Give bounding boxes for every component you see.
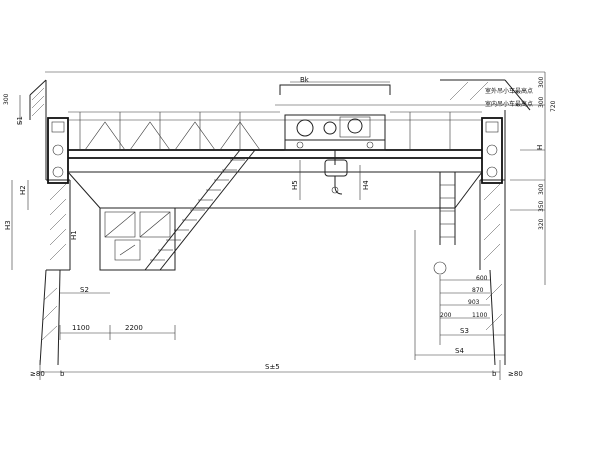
dim-720: 720 [550,100,557,112]
operator-cab [99,207,176,271]
right-wall [440,79,531,366]
dim-320: 320 [538,218,545,230]
dim-b-left: b [60,370,65,378]
dim-h4: H4 [362,180,370,190]
stairway [144,149,256,271]
dim-300-rt1: 300 [538,76,545,88]
dim-h2: H2 [19,185,27,195]
note-indoor-trolley: 室内吊小车最高点 [485,100,533,108]
dim-h5: H5 [291,180,299,190]
dim-bk: Bk [300,76,310,84]
dim-300-rt2: 300 [538,96,545,108]
dim-h1: H1 [70,230,78,240]
dim-1100-left: 1100 [72,324,90,332]
walkway-brackets [84,121,261,151]
dim-300-right: 300 [538,183,545,195]
dim-s1: S1 [16,116,24,125]
dim-s3: S3 [460,327,469,335]
dim-h: H [536,145,544,150]
dim-80-right: ≥80 [508,370,523,378]
main-girders [67,111,483,209]
dim-b-right: b [492,370,497,378]
dim-200: 200 [440,312,452,319]
dim-1100-right: 1100 [472,312,487,319]
dim-2200: 2200 [125,324,143,332]
dimension-lines [11,71,546,380]
hook-lower [414,230,447,360]
dim-870: 870 [472,287,484,294]
note-outdoor-trolley: 室外吊小车最高点 [485,87,533,95]
right-ladder [439,172,456,245]
dim-s2: S2 [80,286,89,294]
dim-600: 600 [476,275,488,282]
dim-80-left: ≥80 [30,370,45,378]
left-wall [29,79,71,366]
dim-350: 350 [538,200,545,212]
trolley [279,84,391,195]
dim-span: S±5 [265,363,280,371]
dim-903: 903 [468,299,480,306]
dim-h3: H3 [4,220,12,230]
dim-300-top-left: 300 [3,93,10,105]
dim-s4: S4 [455,347,464,355]
